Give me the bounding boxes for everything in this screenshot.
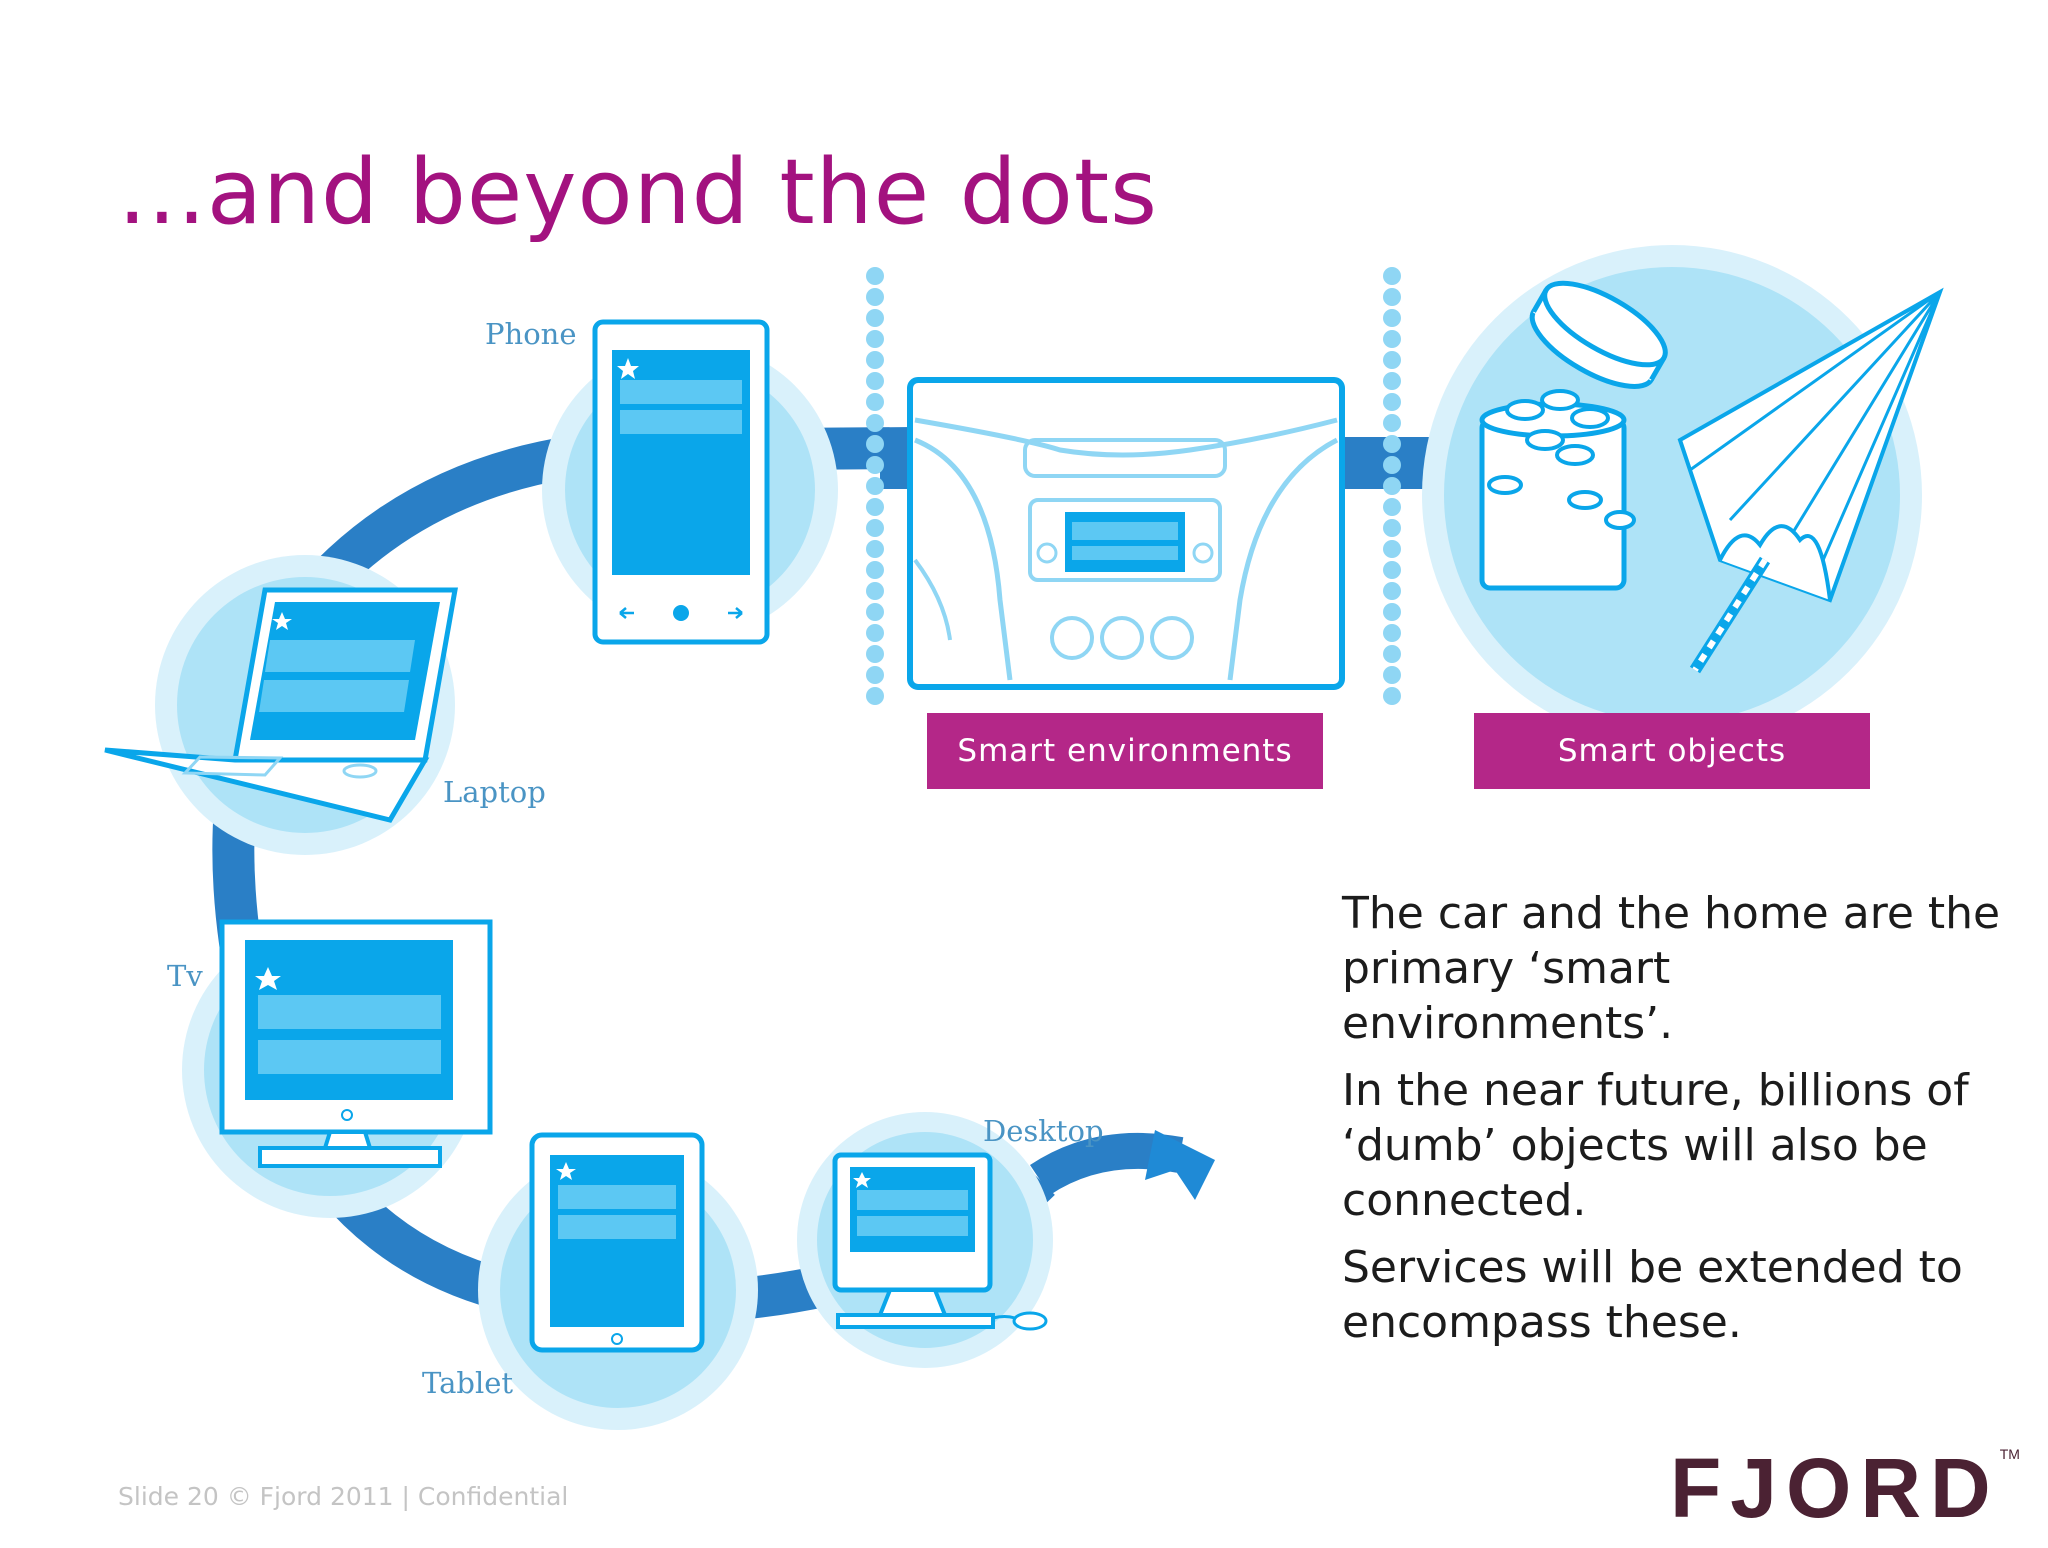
slide-title: ...and beyond the dots [118, 140, 1159, 245]
laptop-label: Laptop [443, 775, 546, 809]
phone-icon [592, 319, 770, 645]
body-paragraph-2: In the near future, billions of ‘dumb’ o… [1342, 1065, 1969, 1226]
laptop-icon [104, 587, 458, 823]
desktop-label: Desktop [983, 1114, 1104, 1148]
body-paragraph-3: Services will be extended to encompass t… [1342, 1242, 1963, 1348]
dotted-separator-right [1383, 267, 1401, 705]
logo-wordmark: FJORD [1670, 1441, 2000, 1535]
car-interior-icon [907, 377, 1345, 690]
desktop-icon [832, 1152, 1048, 1331]
tv-icon [219, 919, 493, 1168]
slide-footer: Slide 20 © Fjord 2011 | Confidential [118, 1482, 569, 1511]
phone-label: Phone [485, 317, 577, 351]
tablet-icon [529, 1132, 705, 1353]
smart-objects-tag: Smart objects [1474, 713, 1870, 789]
smart-environments-tag: Smart environments [927, 713, 1323, 789]
dotted-separator-left [866, 267, 884, 705]
logo-trademark: TM [1999, 1446, 2020, 1462]
tablet-label: Tablet [422, 1366, 513, 1400]
umbrella-icon [1677, 287, 1944, 674]
body-paragraph-1: The car and the home are the primary ‘sm… [1342, 888, 2001, 1049]
fjord-logo: FJORDTM [1670, 1440, 2020, 1537]
body-text: The car and the home are the primary ‘sm… [1342, 886, 2002, 1362]
tv-label: Tv [167, 959, 203, 993]
pill-jar-icon [1479, 280, 1668, 591]
arrow-head-icon [1145, 1130, 1215, 1200]
